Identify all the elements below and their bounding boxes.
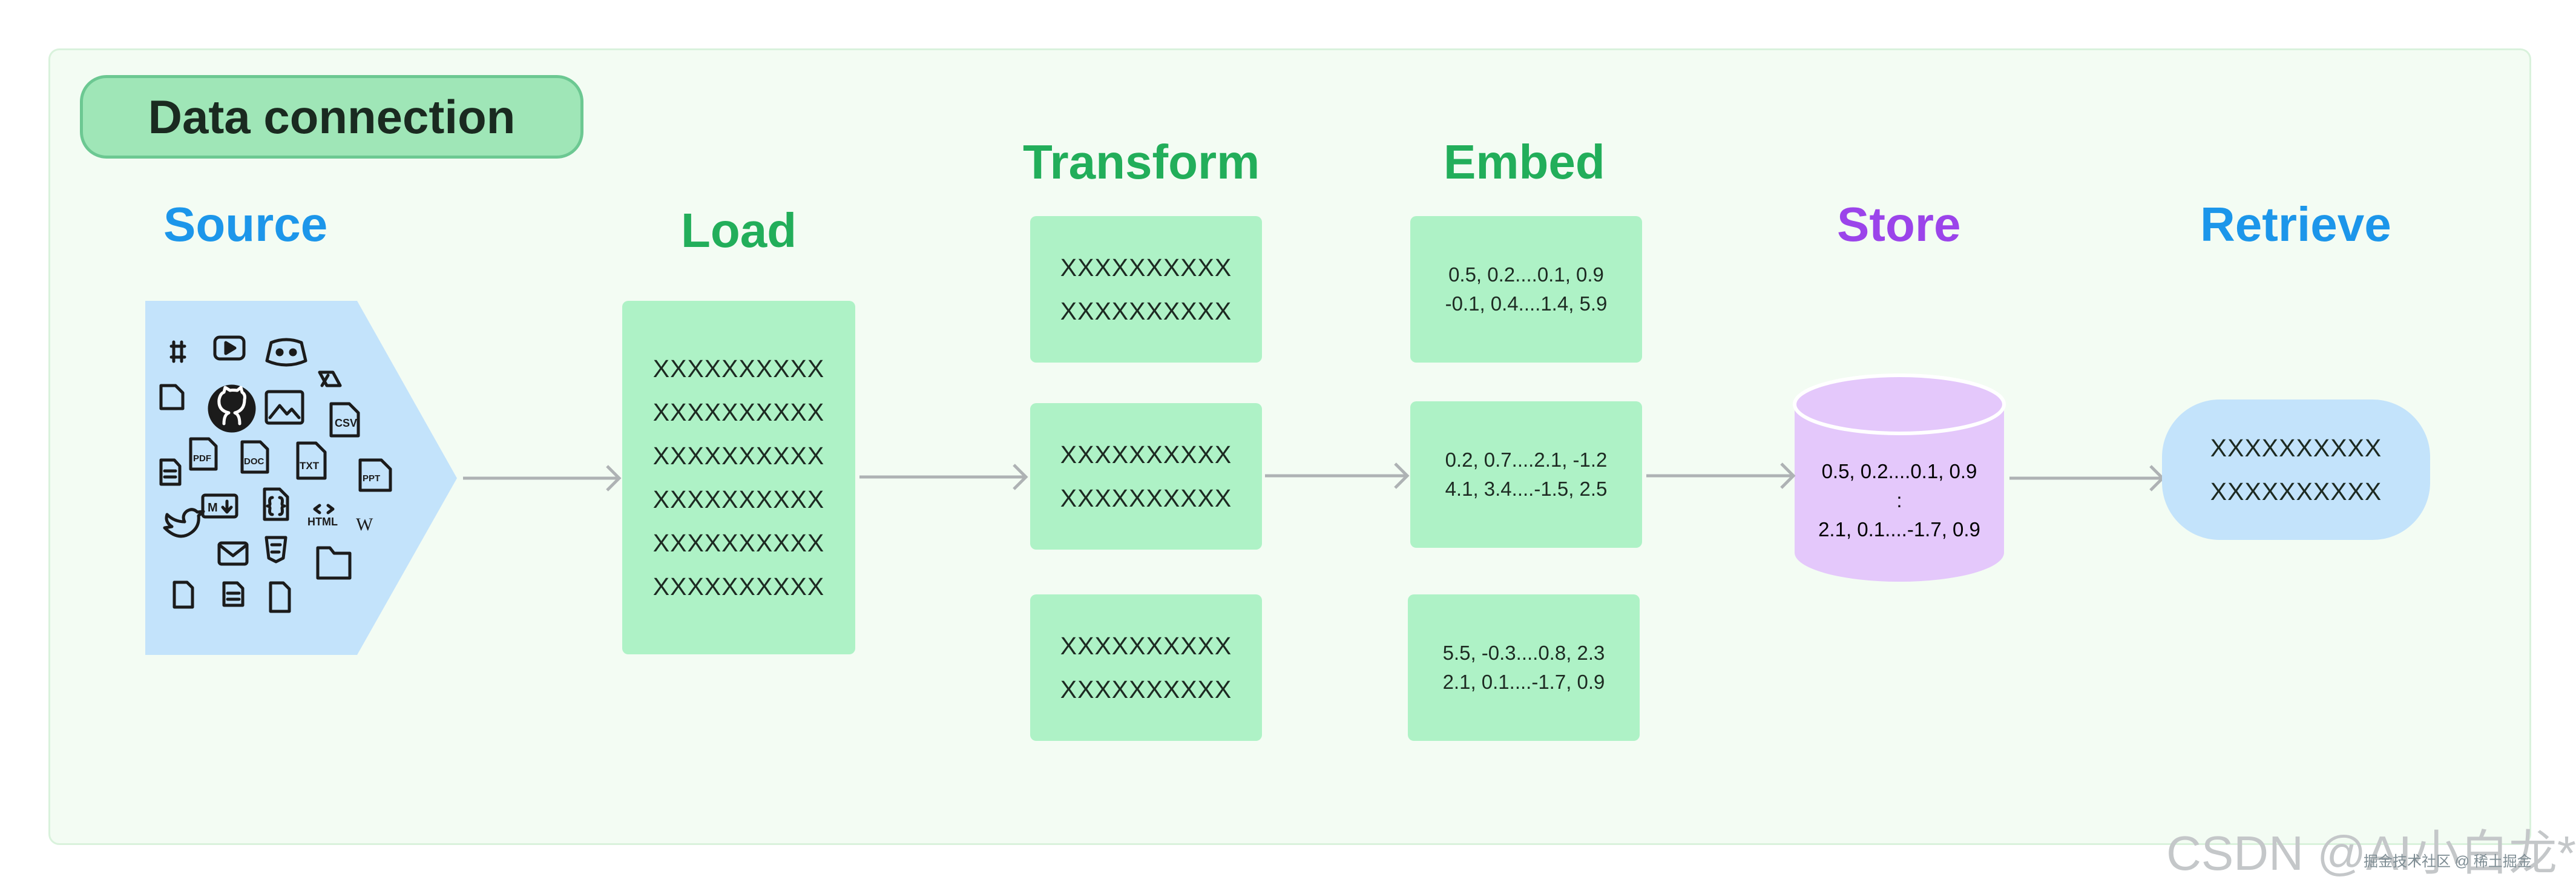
- watermark: CSDN @AI小白龙*: [2166, 826, 2576, 880]
- csv-file-icon: CSV: [329, 402, 360, 438]
- transform-box-3: XXXXXXXXXX XXXXXXXXXX: [1030, 594, 1262, 741]
- pdf-label: PDF: [193, 453, 211, 464]
- load-chunk-6: XXXXXXXXXX: [652, 573, 825, 600]
- heading-retrieve: Retrieve: [2200, 197, 2391, 251]
- folder-icon: [316, 546, 352, 580]
- store-line-3: 2.1, 0.1....-1.7, 0.9: [1818, 518, 1980, 541]
- transform-box-2: XXXXXXXXXX XXXXXXXXXX: [1030, 403, 1262, 550]
- email-icon: [217, 541, 249, 566]
- doc-file-icon: DOC: [240, 440, 269, 474]
- heading-load: Load: [681, 203, 797, 257]
- embedding-line: -0.1, 0.4....1.4, 5.9: [1445, 292, 1608, 315]
- slack-icon: [169, 340, 186, 363]
- diagram-frame: [48, 48, 2531, 845]
- transform-chunk: XXXXXXXXXX: [1060, 297, 1232, 325]
- load-box: XXXXXXXXXX XXXXXXXXXX XXXXXXXXXX XXXXXXX…: [622, 301, 855, 654]
- embedding-line: 5.5, -0.3....0.8, 2.3: [1442, 642, 1605, 664]
- md-label: M: [208, 501, 218, 515]
- heading-source: Source: [163, 197, 328, 251]
- youtube-icon: [213, 335, 246, 361]
- embedding-line: 4.1, 3.4....-1.5, 2.5: [1445, 478, 1608, 500]
- transform-chunk: XXXXXXXXXX: [1060, 676, 1232, 703]
- text-file-icon: [159, 458, 182, 486]
- store-cylinder: [1793, 373, 2006, 582]
- transform-chunk: XXXXXXXXXX: [1060, 632, 1232, 660]
- embed-box-2: 0.2, 0.7....2.1, -1.2 4.1, 3.4....-1.5, …: [1410, 401, 1642, 548]
- embedding-line: 0.5, 0.2....0.1, 0.9: [1448, 263, 1604, 286]
- github-icon: [208, 384, 256, 433]
- embedding-line: 2.1, 0.1....-1.7, 0.9: [1442, 671, 1605, 693]
- twitter-icon: [163, 508, 205, 538]
- ppt-label: PPT: [363, 473, 380, 484]
- load-chunk-3: XXXXXXXXXX: [652, 442, 825, 470]
- heading-transform: Transform: [1023, 135, 1260, 189]
- transform-chunk: XXXXXXXXXX: [1060, 484, 1232, 512]
- load-chunk-4: XXXXXXXXXX: [652, 485, 825, 513]
- txt-label: TXT: [300, 460, 320, 472]
- load-chunk-5: XXXXXXXXXX: [652, 529, 825, 557]
- store-content: 0.5, 0.2....0.1, 0.9 : 2.1, 0.1....-1.7,…: [1795, 457, 2004, 544]
- wikipedia-icon: W: [356, 515, 373, 534]
- heading-embed: Embed: [1444, 135, 1605, 189]
- file-icon: [172, 580, 194, 609]
- image-icon: [264, 390, 304, 425]
- store-line-2: :: [1896, 489, 1902, 511]
- google-drive-icon: [318, 370, 342, 387]
- embed-box-3: 5.5, -0.3....0.8, 2.3 2.1, 0.1....-1.7, …: [1408, 594, 1640, 741]
- embed-box-1: 0.5, 0.2....0.1, 0.9 -0.1, 0.4....1.4, 5…: [1410, 216, 1642, 363]
- txt-file-icon: TXT: [296, 441, 327, 480]
- load-chunk-1: XXXXXXXXXX: [652, 355, 825, 383]
- transform-box-1: XXXXXXXXXX XXXXXXXXXX: [1030, 216, 1262, 363]
- heading-store: Store: [1837, 197, 1961, 251]
- json-file-icon: [263, 487, 289, 521]
- ppt-file-icon: PPT: [358, 458, 392, 492]
- html-label: HTML: [307, 516, 338, 528]
- file-icon: [159, 384, 185, 410]
- file-icon: [269, 581, 291, 613]
- transform-chunk: XXXXXXXXXX: [1060, 254, 1232, 281]
- csv-label: CSV: [335, 417, 357, 429]
- text-file-icon: [222, 581, 245, 607]
- markdown-icon: M: [201, 493, 238, 519]
- watermark-small: 掘金技术社区 @ 稀土掘金: [2364, 853, 2532, 870]
- store-line-1: 0.5, 0.2....0.1, 0.9: [1821, 460, 1977, 482]
- css-file-icon: [264, 536, 288, 564]
- doc-label: DOC: [244, 456, 264, 467]
- transform-chunk: XXXXXXXXXX: [1060, 441, 1232, 469]
- load-chunk-2: XXXXXXXXXX: [652, 398, 825, 426]
- retrieve-box: XXXXXXXXXX XXXXXXXXXX: [2162, 399, 2430, 540]
- retrieve-chunk: XXXXXXXXXX: [2210, 434, 2382, 462]
- html-icon: HTML: [307, 504, 338, 528]
- discord-icon: [265, 338, 307, 367]
- embedding-line: 0.2, 0.7....2.1, -1.2: [1445, 449, 1608, 471]
- wiki-label: W: [356, 515, 373, 534]
- diagram-title: Data connection: [80, 75, 583, 159]
- retrieve-chunk: XXXXXXXXXX: [2210, 478, 2382, 505]
- pdf-file-icon: PDF: [189, 437, 218, 471]
